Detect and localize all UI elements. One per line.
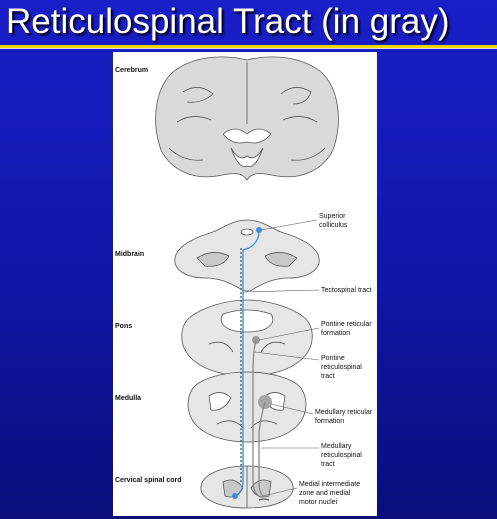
cervical-cord-section bbox=[200, 465, 294, 509]
cerebrum-section bbox=[155, 56, 339, 181]
diagram-panel: Cerebrum Midbrain Pons Medulla Cervical … bbox=[113, 52, 377, 516]
label-medullary-reticular-formation: Medullary reticular formation bbox=[315, 409, 373, 425]
label-medial-intermediate-zone: Medial intermediate zone and medial moto… bbox=[299, 481, 361, 506]
label-pontine-reticular-formation: Pontine reticular formation bbox=[321, 321, 372, 337]
title-underline bbox=[0, 45, 497, 48]
label-cerebrum: Cerebrum bbox=[115, 67, 149, 74]
label-midbrain: Midbrain bbox=[115, 251, 145, 258]
medulla-section bbox=[187, 371, 307, 443]
label-tectospinal-tract: Tectospinal tract bbox=[321, 287, 372, 294]
tectospinal-tract-path bbox=[232, 227, 262, 499]
leader-lines bbox=[242, 219, 320, 497]
label-pontine-reticulospinal-tract: Pontine reticulospinal tract bbox=[321, 355, 362, 380]
label-superior-colliculus: Superior colliculus bbox=[319, 213, 348, 229]
diagram-drawing bbox=[155, 56, 339, 509]
midbrain-section bbox=[174, 219, 320, 292]
pons-section bbox=[181, 299, 313, 377]
title-underline-light bbox=[0, 48, 497, 49]
reticulospinal-tract-path bbox=[240, 248, 270, 501]
slide-title: Reticulospinal Tract (in gray) bbox=[6, 2, 450, 41]
label-cervical-spinal-cord: Cervical spinal cord bbox=[115, 477, 182, 484]
label-medullary-reticulospinal-tract: Medullary reticulospinal tract bbox=[321, 443, 362, 468]
label-medulla: Medulla bbox=[115, 395, 142, 402]
label-pons: Pons bbox=[115, 323, 133, 330]
